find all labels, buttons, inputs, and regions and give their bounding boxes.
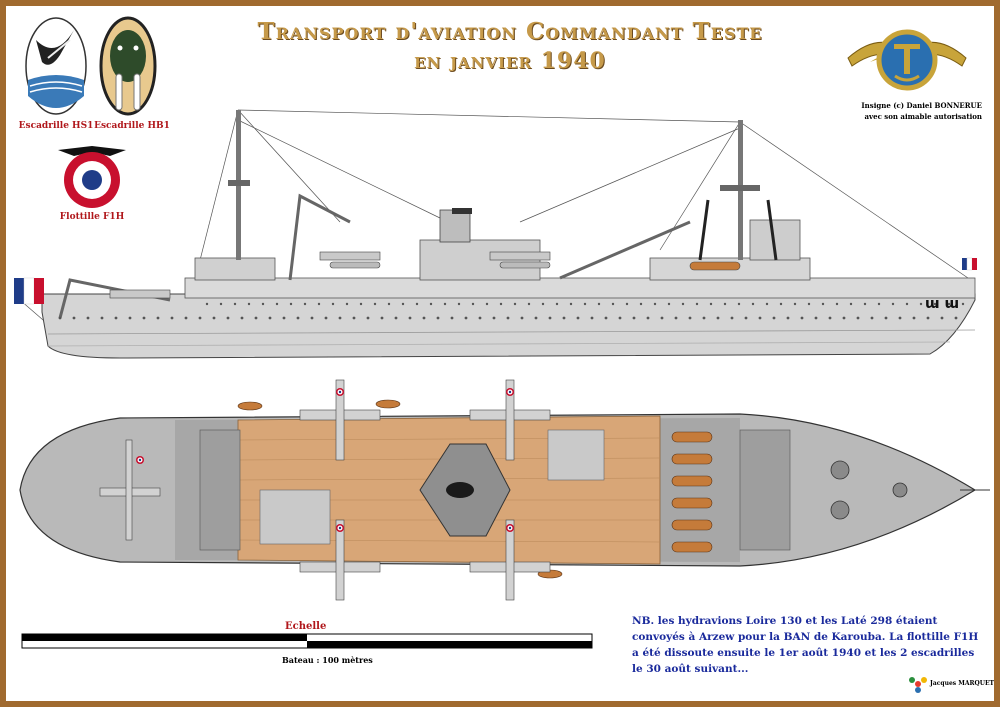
author-signature: Jacques MARQUET (930, 680, 995, 687)
f1h-label: Flottille F1H (59, 212, 125, 222)
flottille-f1h-insignia (58, 146, 126, 208)
ship-plan-view (19, 379, 990, 601)
signature-logo (909, 677, 927, 693)
ship-profile: ɯ ɯ (14, 109, 977, 359)
escadrille-hb1-insignia (99, 16, 157, 116)
page-title: Transport d'aviation Commandant Teste (257, 18, 763, 45)
svg-text:ɯ ɯ: ɯ ɯ (925, 296, 959, 312)
aeronavale-badge (847, 29, 967, 91)
scale-caption: Bateau : 100 mètres (282, 655, 373, 665)
history-note: NB. les hydravions Loire 130 et les Laté… (632, 615, 979, 675)
page-subtitle: en janvier 1940 (414, 48, 606, 74)
escadrille-hs1-insignia (25, 17, 87, 115)
scale-bar (21, 633, 593, 649)
hb1-label: Escadrille HB1 (94, 121, 170, 131)
credit-line-1: Insigne (c) Daniel BONNERUE (861, 101, 982, 110)
scale-title: Echelle (285, 621, 327, 632)
hs1-label: Escadrille HS1 (18, 121, 94, 131)
credit-line-2: avec son aimable autorisation (864, 112, 982, 121)
